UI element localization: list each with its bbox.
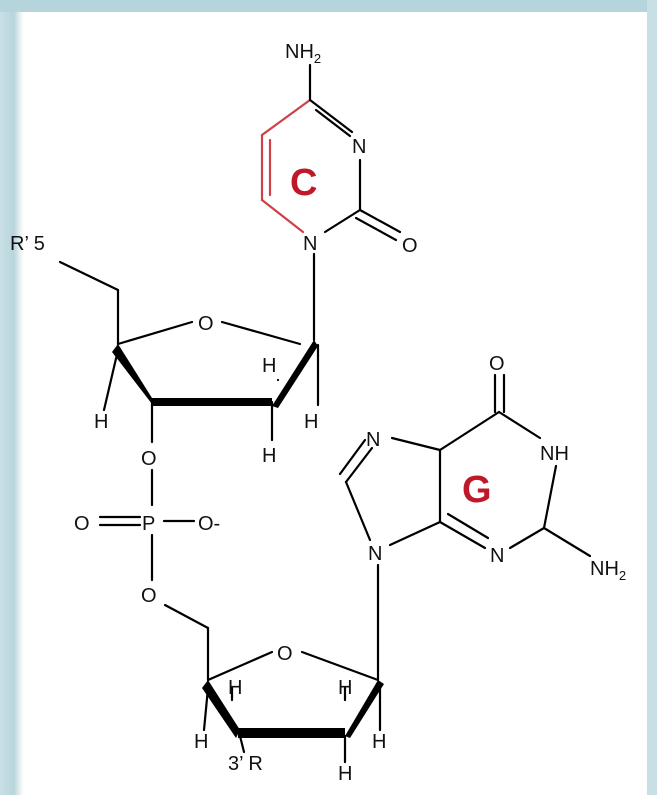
- top-sugar-ring-oxygen: O: [198, 313, 214, 335]
- top-border: [0, 0, 657, 12]
- top-sugar-h-bottom: H: [262, 445, 276, 467]
- guanine-carbonyl-label: O: [489, 353, 505, 375]
- phosphate-o-right: O-: [198, 513, 220, 535]
- r3-label: 3’ R: [228, 753, 263, 775]
- bottom-sugar-h5: H: [338, 763, 352, 785]
- guanine-n9-label: N: [368, 543, 382, 565]
- bottom-sugar-h4: H: [372, 731, 386, 753]
- phosphate-group: [98, 468, 210, 682]
- guanine-amino-label: NH2: [590, 558, 626, 583]
- bottom-sugar-h3: H: [194, 731, 208, 753]
- guanine-letter: G: [462, 469, 492, 511]
- top-sugar-h-right2: H: [304, 411, 318, 433]
- right-border: [647, 0, 657, 795]
- phosphate-o-top: O: [141, 448, 157, 470]
- cytosine-amino-label: NH2: [285, 41, 321, 66]
- top-sugar-ring: [58, 252, 320, 444]
- cytosine-carbonyl-label: O: [402, 235, 418, 257]
- cytosine-n3-label: N: [352, 136, 366, 158]
- bottom-sugar-ring-oxygen: O: [277, 643, 293, 665]
- phosphate-o-bottom: O: [141, 585, 157, 607]
- bottom-sugar-h1: H: [228, 677, 242, 699]
- top-sugar-h-right1: H: [262, 355, 276, 377]
- guanine-n7-label: N: [366, 429, 380, 451]
- phosphate-p: P: [142, 513, 155, 535]
- cytosine-n1-label: N: [303, 233, 317, 255]
- guanine-n3-label: N: [490, 545, 504, 567]
- guanine-nh-label: NH: [540, 443, 569, 465]
- cytosine-ring: [260, 63, 402, 242]
- bottom-sugar-ring: [202, 650, 384, 764]
- top-sugar-h-left: H: [94, 411, 108, 433]
- r5-label: R’ 5: [10, 233, 45, 255]
- cytosine-letter: C: [290, 162, 317, 204]
- phosphate-o-left: O: [74, 513, 90, 535]
- guanine-ring: [338, 373, 592, 682]
- bottom-sugar-h2: H: [338, 677, 352, 699]
